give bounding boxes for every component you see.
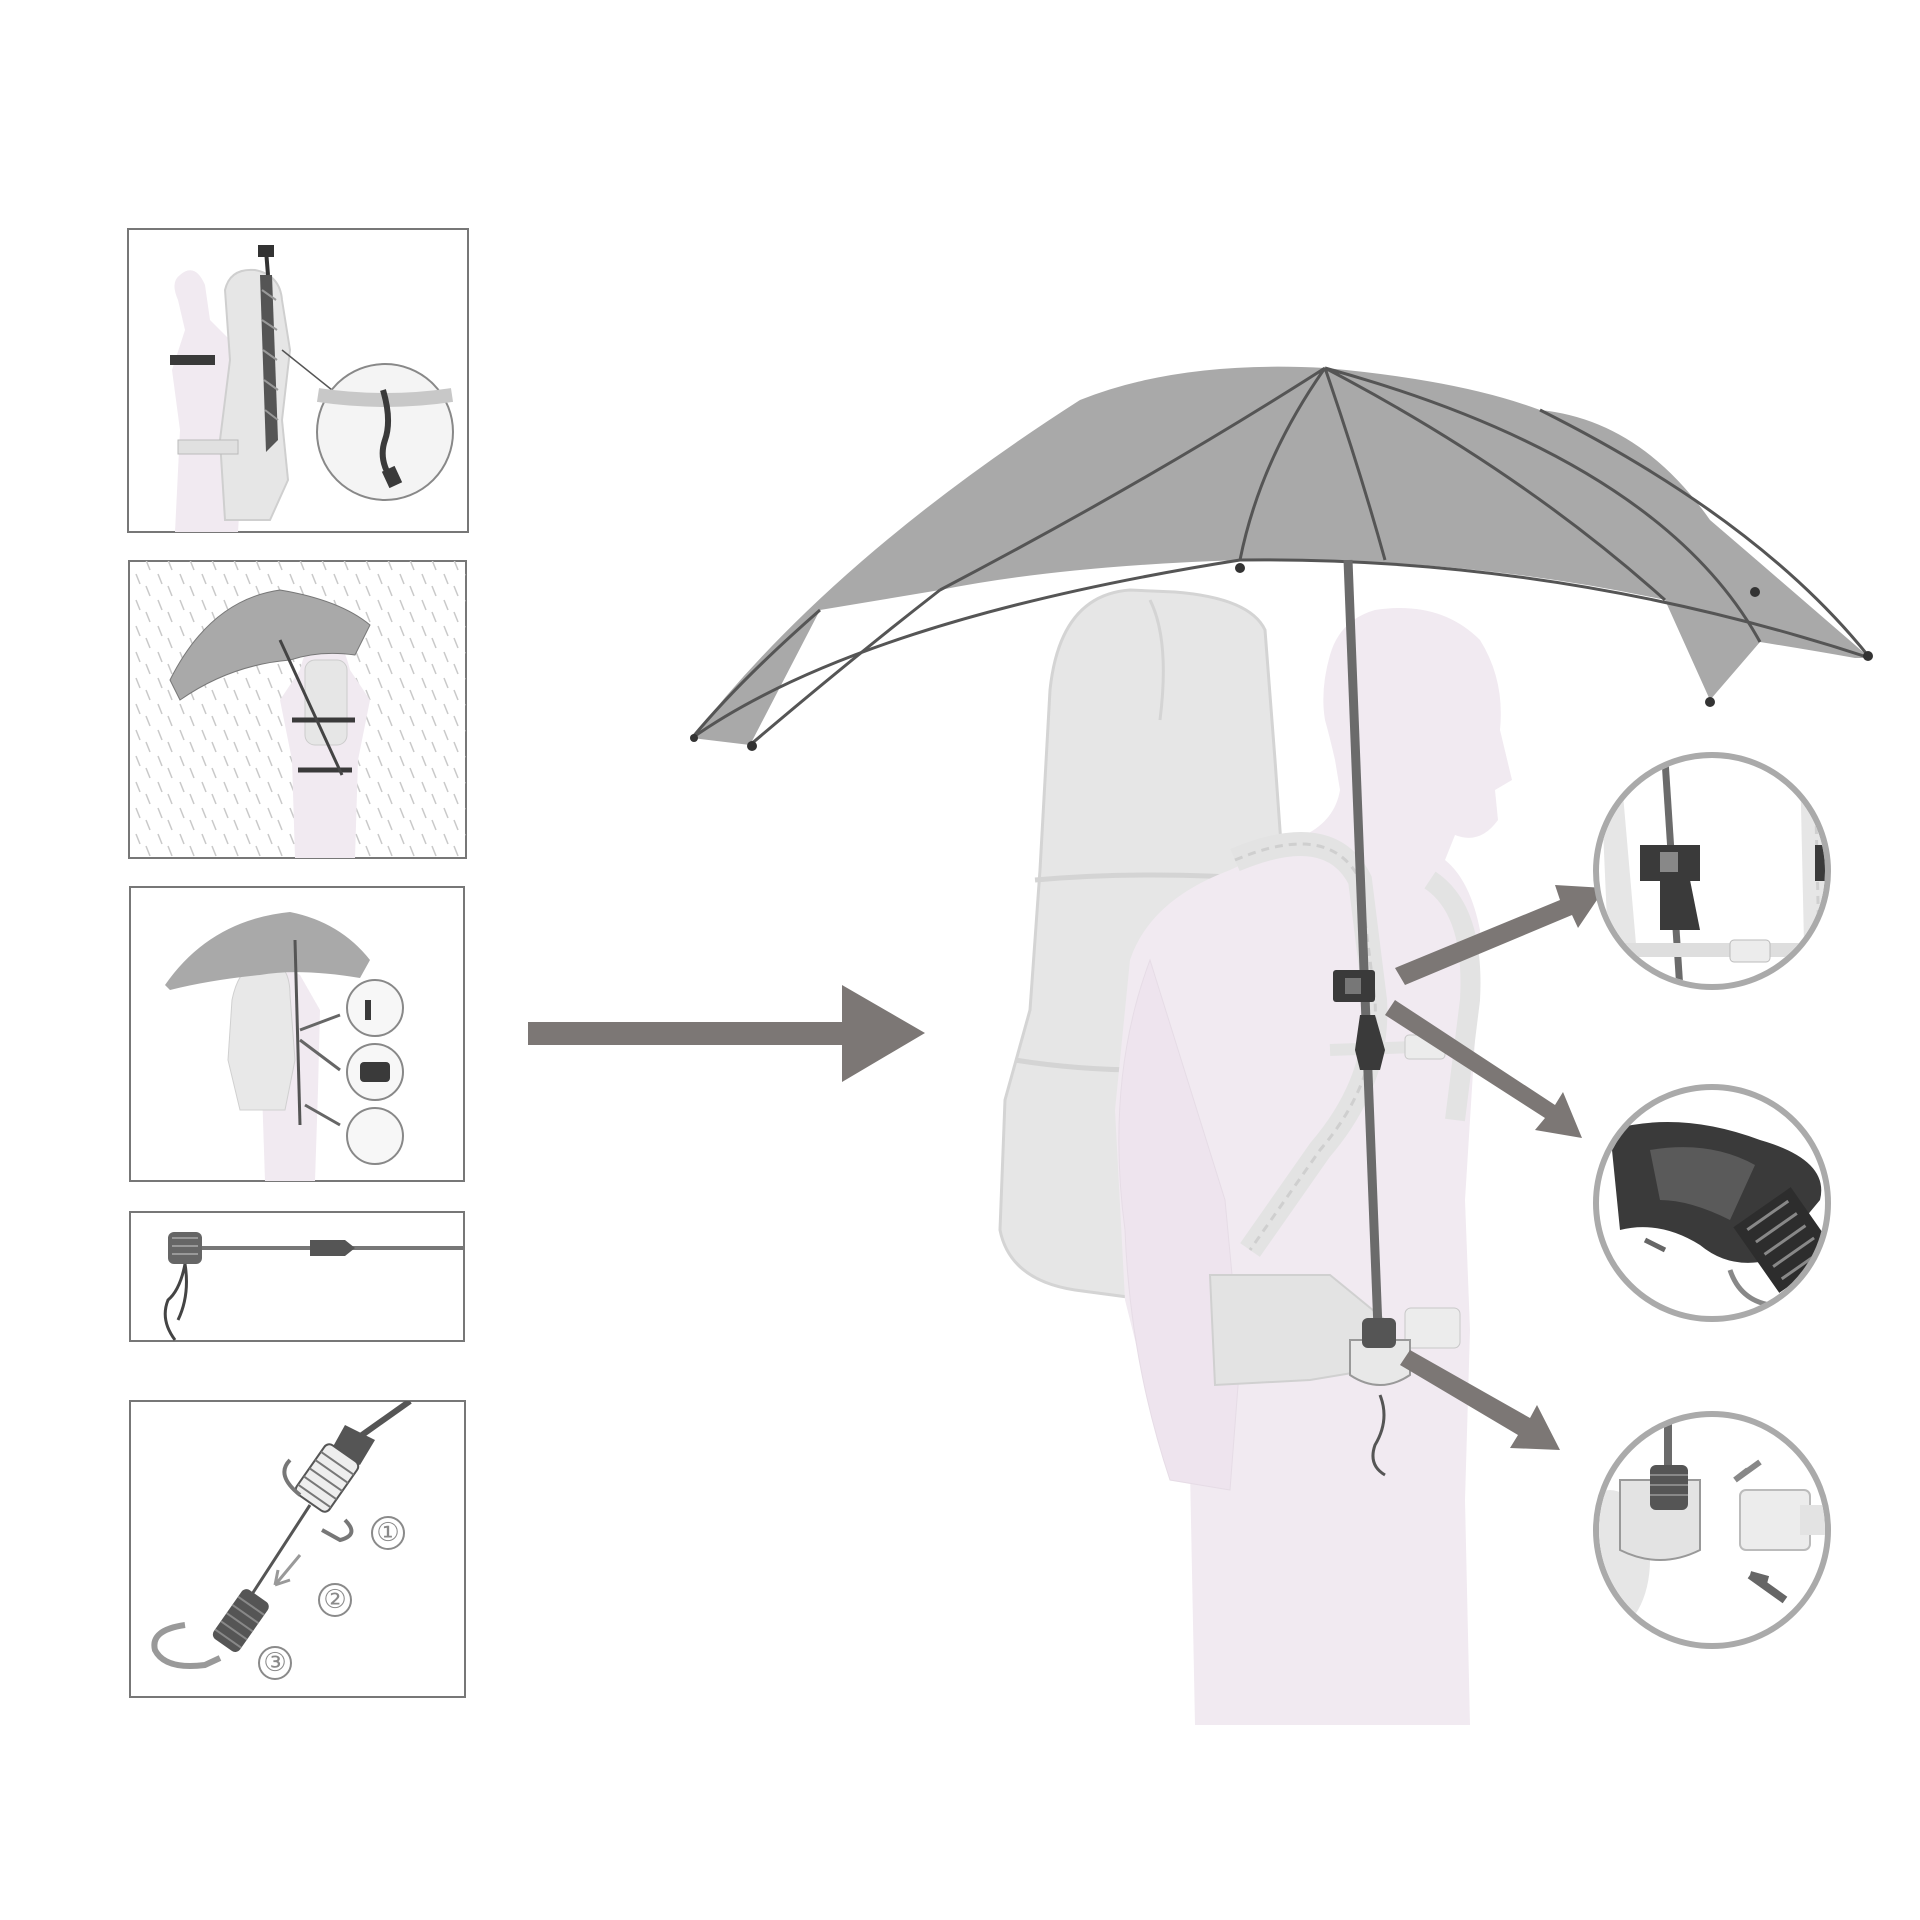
cord-icon [379,389,395,482]
umbrella-small [169,589,371,776]
panel-unscrew-steps: ① ② ③ [129,1400,466,1698]
umbrella-canopy [690,366,1873,751]
diagonal-arrow-icon [1400,1350,1560,1450]
main-illustration [690,366,1873,1725]
zoom-hip-holder [1593,1411,1831,1649]
zoom-strap-clip [1593,1084,1856,1322]
diagonal-arrow-icon [1395,885,1605,985]
panel-overview-thumbnail [129,886,465,1182]
threaded-grip [1650,1465,1688,1510]
rotate-arrow-icon [151,1622,222,1669]
zoom-chest-strap [1593,752,1831,990]
right-arrow-icon [528,985,925,1082]
step-1-badge [371,1516,405,1550]
step-1-label: ① [376,1518,399,1548]
diagonal-arrow-icon [1747,1571,1788,1604]
down-left-arrow-icon [273,1554,302,1587]
threaded-grip [1362,1318,1396,1348]
threaded-grip [168,1232,202,1264]
cord-icon [163,1263,187,1341]
hip-holder [1349,1339,1411,1386]
step-3-label: ③ [263,1648,286,1678]
step-3-badge [258,1646,292,1680]
panel-rain-use [128,560,467,859]
panel-handle-cord [129,1211,465,1342]
shoulder-strap [1424,871,1481,1122]
diagonal-arrow-icon [1733,1459,1762,1483]
step-2-label: ② [323,1585,346,1615]
backpack-shape [218,268,292,521]
rotate-arrow-icon [1840,1170,1856,1260]
diagonal-arrow-icon [1385,1000,1582,1138]
rotate-arrow-icon [282,1458,354,1543]
step-2-badge [318,1583,352,1617]
panel-stowed-umbrella [127,228,469,533]
folded-umbrella [258,245,279,452]
cord-icon [1371,1394,1386,1477]
strap-holder [1815,845,1825,881]
